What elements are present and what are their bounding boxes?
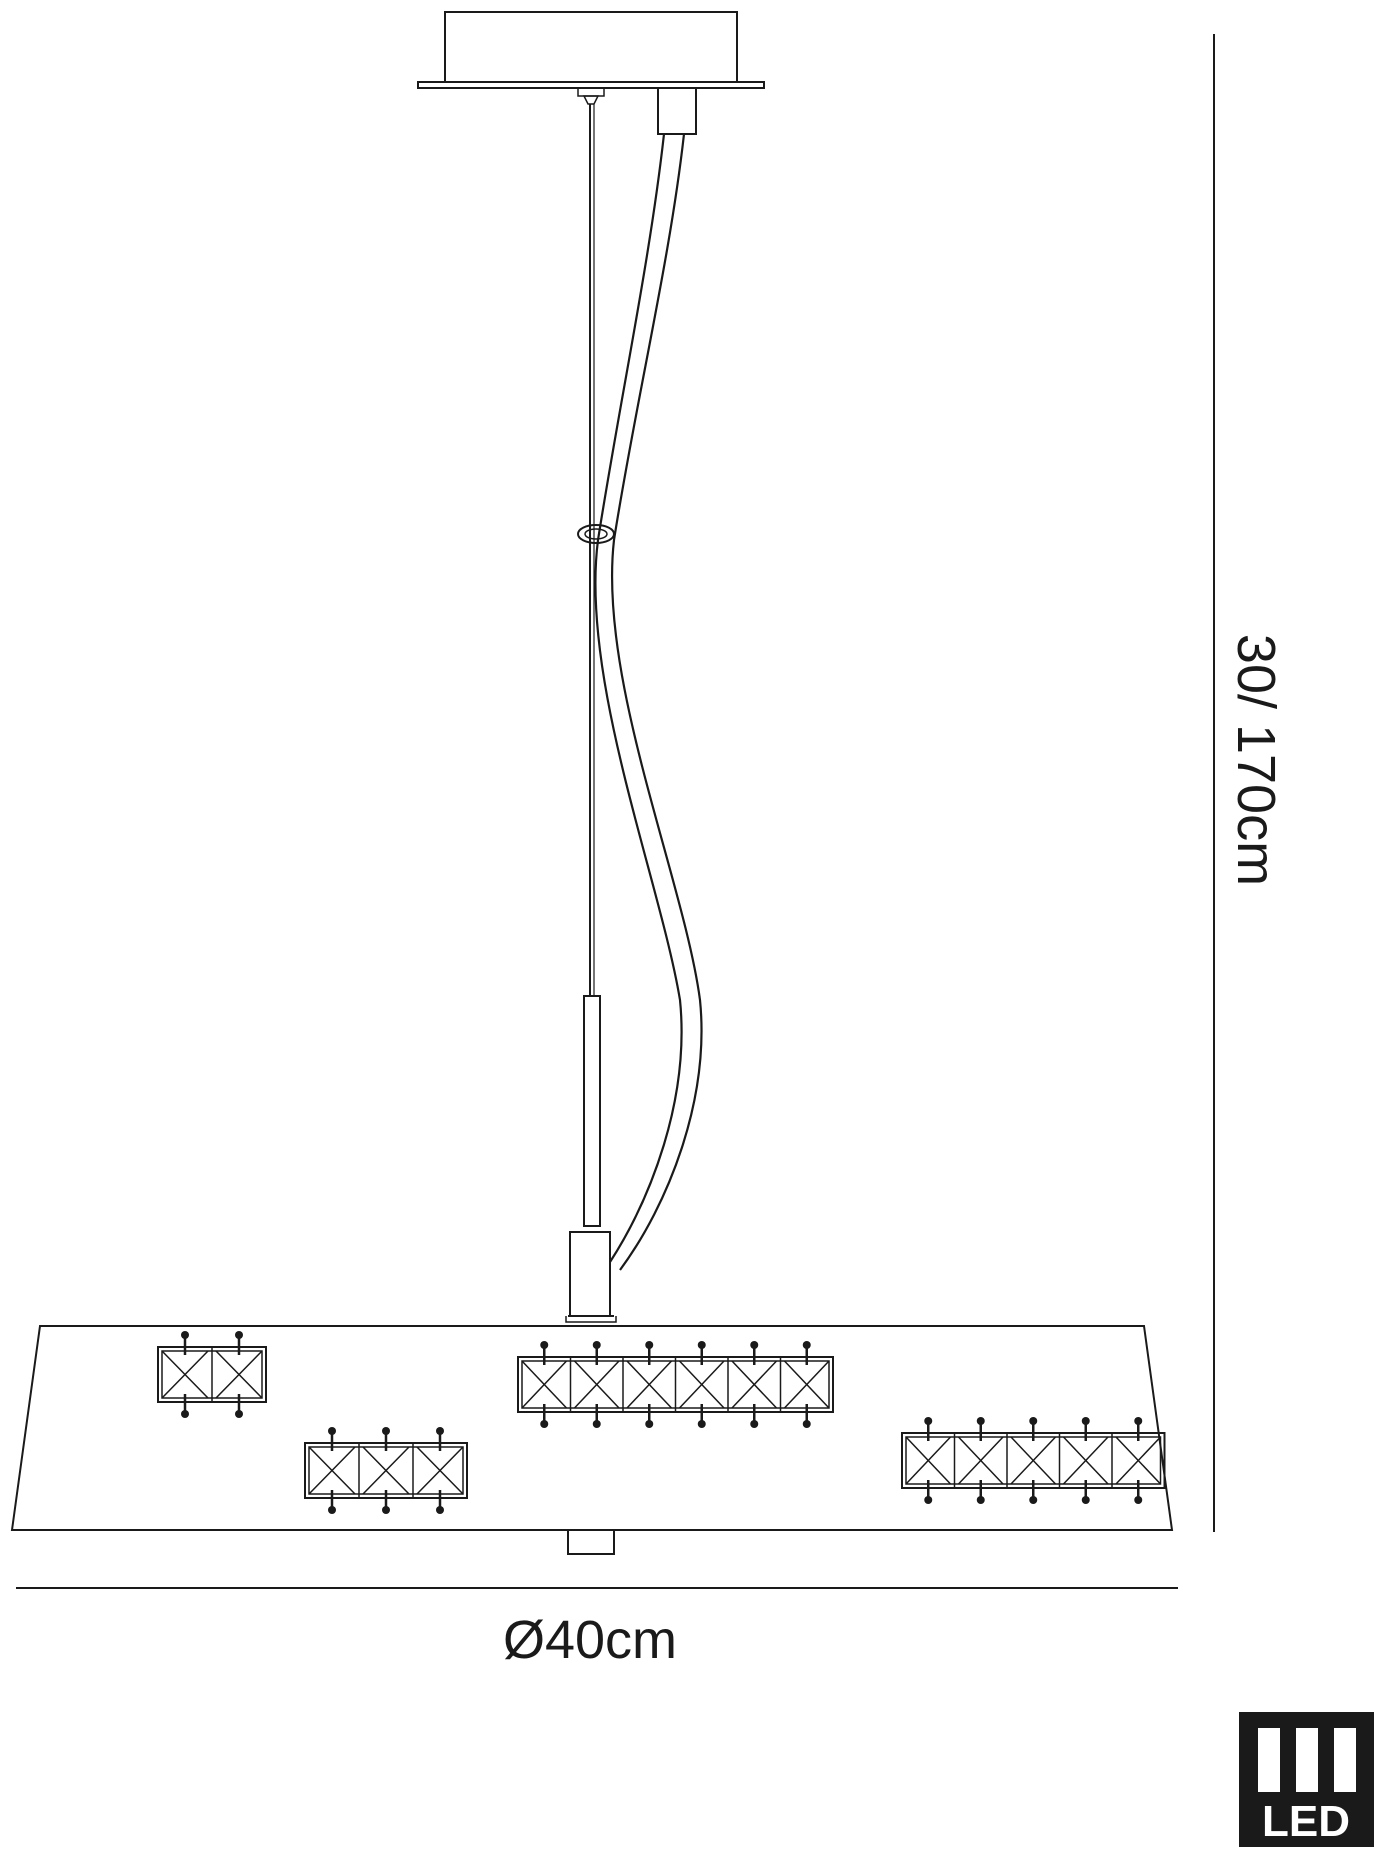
crystal-strip-3: [517, 1341, 834, 1428]
lamp-shade: [10, 1325, 1174, 1531]
diffuser-base: [567, 1529, 615, 1555]
ceiling-canopy: [417, 11, 765, 89]
power-cable: [594, 87, 703, 1271]
crystal-strip-4: [901, 1417, 1166, 1504]
height-label: 30/ 170cm: [1226, 634, 1286, 886]
diameter-dimension: Ø40cm: [16, 1587, 1178, 1670]
led-badge: LED: [1239, 1712, 1374, 1847]
led-label: LED: [1262, 1797, 1350, 1846]
cable-clip: [577, 524, 615, 544]
crystal-strip-1: [157, 1331, 267, 1418]
height-adjuster: [565, 995, 617, 1323]
height-dimension: 30/ 170cm: [1213, 34, 1286, 1532]
crystal-strip-2: [304, 1427, 468, 1514]
diameter-label: Ø40cm: [503, 1610, 677, 1670]
crystal-strips: [157, 1331, 1166, 1514]
led-icon: [1258, 1728, 1356, 1792]
suspension-wire: [577, 87, 615, 996]
